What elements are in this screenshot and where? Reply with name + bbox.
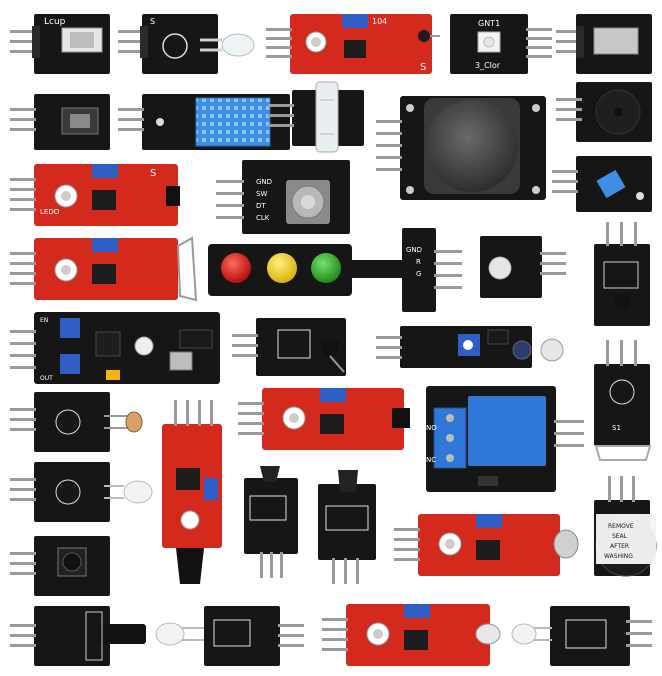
rgb-smd-module: GNT1 3_Clor <box>450 14 552 74</box>
dt-label: DT <box>256 202 266 210</box>
photoresistor-module <box>10 392 143 452</box>
temperature-module-right <box>594 222 650 326</box>
sound-module-small <box>244 466 298 578</box>
sw-label: SW <box>256 190 267 198</box>
push-button-module <box>10 536 110 596</box>
r-label: R <box>416 258 421 266</box>
s1-label: S1 <box>612 424 621 432</box>
red-sensor-module-thermistor <box>10 236 198 302</box>
white-led-module: S <box>118 14 255 74</box>
microphone-red-module <box>394 514 579 576</box>
dual-color-led-module <box>155 606 304 666</box>
resistor-104-label: 104 <box>372 17 387 26</box>
touch-switch-module: S1 <box>594 340 652 461</box>
gnd-label-traffic: GND <box>406 246 422 254</box>
remove-label: REMOVE <box>608 523 634 530</box>
flame-sensor-red-module <box>162 400 222 584</box>
reed-switch-module <box>556 14 652 74</box>
nc-label: NC <box>426 456 436 464</box>
light-cup-module: Lcup <box>10 14 110 74</box>
s-label: S <box>150 17 155 26</box>
red-sound-module-bottom <box>322 604 501 666</box>
joystick-module <box>376 96 546 200</box>
no-label: NO <box>426 424 437 432</box>
out-label: OUT <box>40 375 53 382</box>
buzzer-module <box>556 82 652 142</box>
passive-buzzer-module: REMOVE SEAL AFTER WASHING <box>594 476 657 577</box>
tilt-ball-module <box>552 156 652 212</box>
white-led-module-bottom <box>511 606 652 666</box>
ir-receiver-module-small <box>10 94 110 150</box>
temp-probe-module <box>318 470 376 584</box>
washing-label: WASHING <box>604 553 633 560</box>
red-sensor-module-top: 104 S <box>266 14 440 74</box>
hall-sensor-module <box>232 318 346 376</box>
relay-module: NO NC <box>426 386 584 492</box>
color-led-module <box>10 462 153 522</box>
s-label: S <box>420 62 426 73</box>
g-label: G <box>416 270 421 278</box>
seal-label: SEAL <box>612 533 628 540</box>
en-label: EN <box>40 317 48 324</box>
clk-label: CLK <box>256 214 270 222</box>
rotary-encoder-module: GND SW DT CLK <box>216 160 350 234</box>
dht-sensor-module <box>118 94 290 150</box>
photoresistor-module-small <box>480 236 566 298</box>
gnt1-label: GNT1 <box>478 19 500 28</box>
after-label: AFTER <box>610 543 629 550</box>
color-label: 3_Clor <box>475 61 501 70</box>
laser-module <box>10 606 146 666</box>
ir-obstacle-module: OUT EN <box>10 312 220 384</box>
red-sensor-module-3: LEDO S <box>10 164 180 226</box>
s-label: S <box>150 168 156 179</box>
red-sensor-module-row6 <box>238 388 410 450</box>
ir-line-tracker-module <box>376 326 564 368</box>
gnd-label: GND <box>256 178 272 186</box>
ledo-label: LEDO <box>40 208 60 216</box>
traffic-light-module: GND R G <box>208 228 462 312</box>
lcup-label: Lcup <box>44 17 66 27</box>
tilt-switch-module <box>268 81 364 153</box>
